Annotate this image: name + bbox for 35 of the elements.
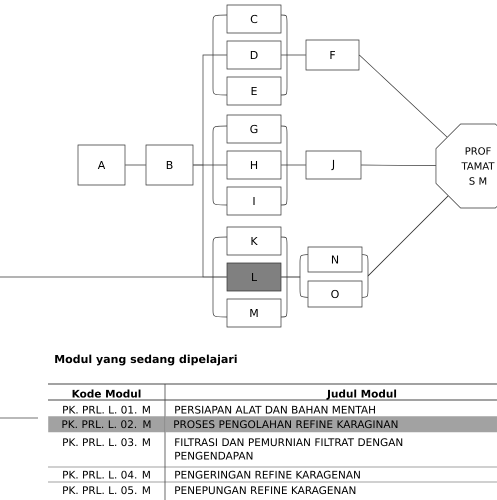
letter-box: E (226, 76, 282, 106)
column-header: Judul Modul (326, 390, 396, 400)
letter-box: C (226, 4, 282, 34)
table-title: Modul yang sedang dipelajari (55, 354, 237, 366)
letter-box: J (306, 150, 362, 180)
connector-line (125, 164, 146, 166)
letter-box: N (308, 246, 362, 272)
module-title: PENGERINGAN REFINE KARAGENAN (175, 470, 360, 479)
letter-box: A (78, 144, 126, 186)
letter-box: H (226, 150, 282, 180)
module-title: PERSIAPAN ALAT DAN BAHAN MENTAH (175, 406, 375, 414)
module-code: PK. PRL. L. 04. M (63, 470, 150, 479)
column-header: Kode Modul (72, 390, 140, 398)
letter-box: B (146, 144, 194, 186)
table-cell: PK. PRL. L. 02. M (48, 416, 165, 432)
letter-box: F (306, 40, 360, 70)
letter-box: O (308, 280, 362, 308)
octagon: PROF TAMAT S M (436, 124, 497, 208)
connector-line (0, 276, 227, 278)
module-code: PK. PRL. L. 03. M (63, 438, 150, 446)
connector-line (361, 164, 436, 166)
letter-box: D (226, 40, 282, 70)
letter-box: I (226, 186, 282, 216)
letter-box: L (226, 262, 282, 292)
letter-box: K (226, 226, 282, 256)
connector-line (281, 54, 306, 56)
connector-line (359, 54, 448, 138)
module-code: PK. PRL. L. 01. M (63, 406, 150, 414)
connector-line (281, 276, 308, 298)
module-code: PK. PRL. L. 05. M (63, 486, 150, 494)
module-title: PENEPUNGAN REFINE KARAGENAN (175, 486, 356, 494)
connector-line (281, 164, 306, 166)
module-title: FILTRASI DAN PEMURNIAN FILTRAT DENGAN PENGENDAPAN (175, 438, 402, 460)
letter-box: M (226, 298, 282, 328)
letter-box: G (226, 114, 282, 144)
